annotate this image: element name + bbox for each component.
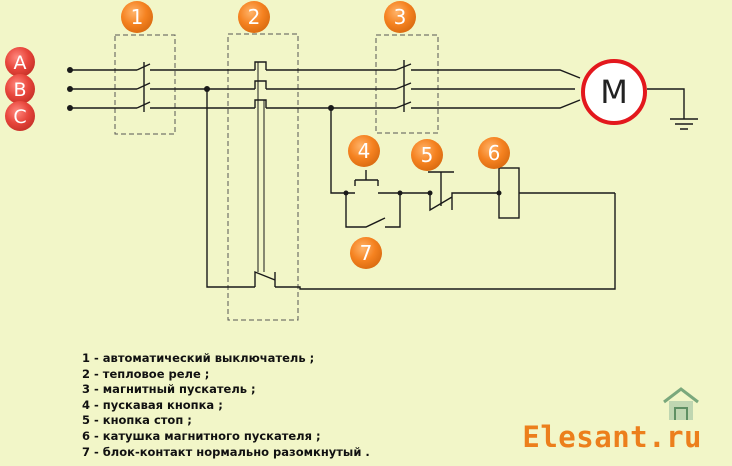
phase-b-label: B [13,79,26,101]
brand-logo-text: Elesant.ru [522,420,702,454]
legend-item-3: 3 - магнитный пускатель ; [82,382,256,397]
box-thermal-relay [227,33,299,321]
marker-2: 2 [248,5,261,29]
ground-symbol [670,118,698,130]
aux-contact [345,193,401,228]
junction-dots [67,67,502,196]
coil [498,167,520,219]
house-logo-icon [663,387,699,420]
motor-ground-wire [647,88,685,119]
phase-a-label: A [14,52,27,74]
legend-item-7: 7 - блок-контакт нормально разомкнутый . [82,444,370,459]
marker-1: 1 [131,5,144,29]
phase-c-label: C [13,106,26,128]
thermal-heater-a [254,61,267,70]
legend-item-4: 4 - пускавая кнопка ; [82,397,223,412]
control-feed-c [330,108,346,194]
thermal-nc-contact [254,270,276,287]
legend-item-2: 2 - тепловое реле ; [82,366,210,381]
marker-4: 4 [358,139,371,163]
phase-a-line [70,69,581,79]
wires [70,60,698,290]
legend-list: 1 - автоматический выключатель ; 2 - теп… [82,351,370,460]
marker-3: 3 [394,5,407,29]
start-button-top [354,170,379,186]
starter-contacts [395,60,412,112]
thermal-heater-c [254,99,267,108]
breaker-switches [136,62,151,112]
thermal-heater-b [254,80,267,89]
legend-item-6: 6 - катушка магнитного пускателя ; [82,428,321,443]
control-feed-left [206,89,616,290]
box-breaker [114,34,176,135]
stop-button-top [428,171,454,206]
legend-item-5: 5 - кнопка стоп ; [82,413,192,428]
phase-c-line [70,99,581,109]
marker-5: 5 [421,143,434,167]
stop-button [429,192,499,212]
motor-label: M [600,73,628,111]
component-markers: 1 2 3 4 5 6 7 [121,1,510,269]
marker-6: 6 [488,141,501,165]
marker-7: 7 [360,241,373,265]
legend-item-1: 1 - автоматический выключатель ; [82,351,315,365]
motor-ring [581,59,647,125]
phase-markers: A B C [5,47,35,131]
dashed-boxes [114,33,439,321]
